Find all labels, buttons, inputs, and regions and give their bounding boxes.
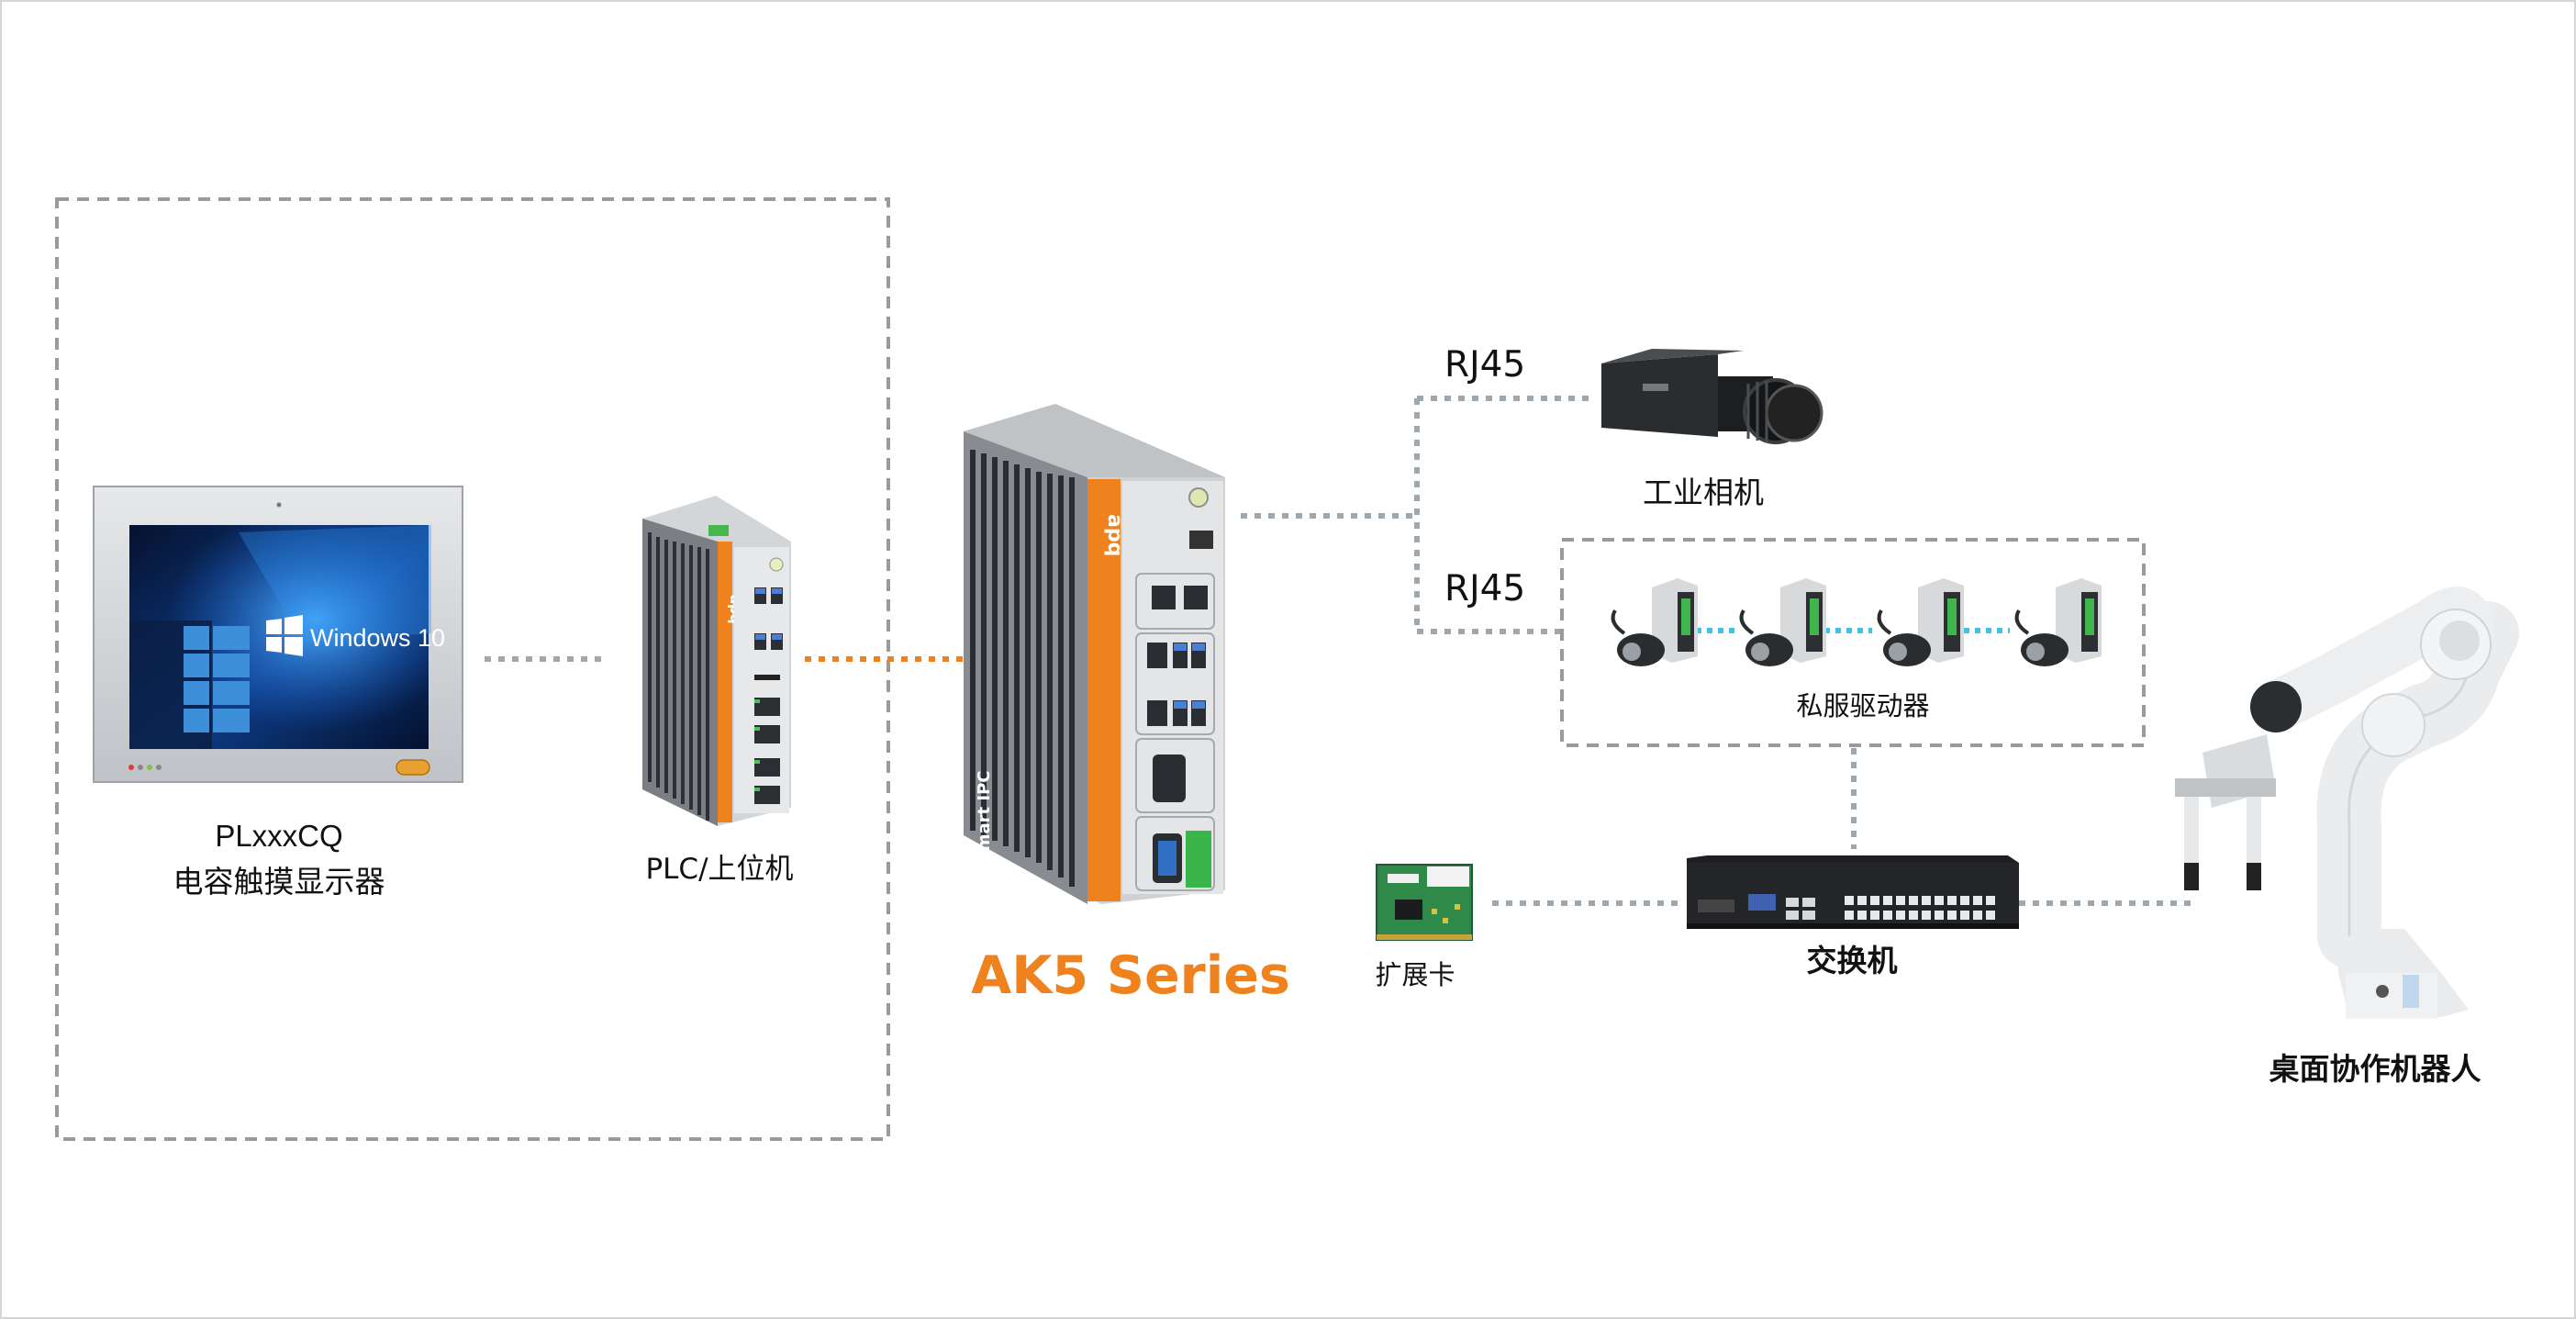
ak5-side-text: E-Smart IPC xyxy=(975,771,994,881)
servo-port-label: RJ45 xyxy=(1444,568,1525,609)
camera-label: 工业相机 xyxy=(1643,475,1764,510)
plc-device: apq xyxy=(642,496,791,826)
servo-label: 私服驱动器 xyxy=(1796,690,1929,721)
switch-port-row xyxy=(1845,896,1995,920)
robot-label: 桌面协作机器人 xyxy=(2269,1051,2481,1087)
servo-group xyxy=(1560,538,2146,747)
plc-label: PLC/上位机 xyxy=(645,853,793,886)
expansion-label: 扩展卡 xyxy=(1375,959,1455,990)
switch-label: 交换机 xyxy=(1807,943,1898,978)
servo-drive-unit xyxy=(2014,578,2102,666)
ak5-brand-text: apq xyxy=(1103,514,1126,556)
servo-drive-unit xyxy=(1877,578,1964,666)
collaborative-robot-device xyxy=(2175,587,2519,1019)
ak5-device: apq E-Smart IPC xyxy=(964,404,1225,904)
display-plc-group xyxy=(55,197,890,1141)
network-switch-device xyxy=(1687,855,2019,929)
servo-drive-unit xyxy=(1611,578,1698,666)
expansion-card-device xyxy=(1376,864,1473,941)
display-label-line2: 电容触摸显示器 xyxy=(173,864,385,900)
display-screen-text: Windows 10 xyxy=(310,624,445,652)
windows-logo-icon xyxy=(266,615,303,656)
industrial-camera-device xyxy=(1601,349,1823,444)
touch-display-device: Windows 10 xyxy=(93,486,463,783)
servo-drive-unit xyxy=(1739,578,1826,666)
camera-port-label: RJ45 xyxy=(1444,344,1525,386)
servo-drive-set xyxy=(1611,578,2102,666)
ak5-series-title: AK5 Series xyxy=(971,945,1290,1006)
display-label-line1: PLxxxCQ xyxy=(215,819,342,853)
